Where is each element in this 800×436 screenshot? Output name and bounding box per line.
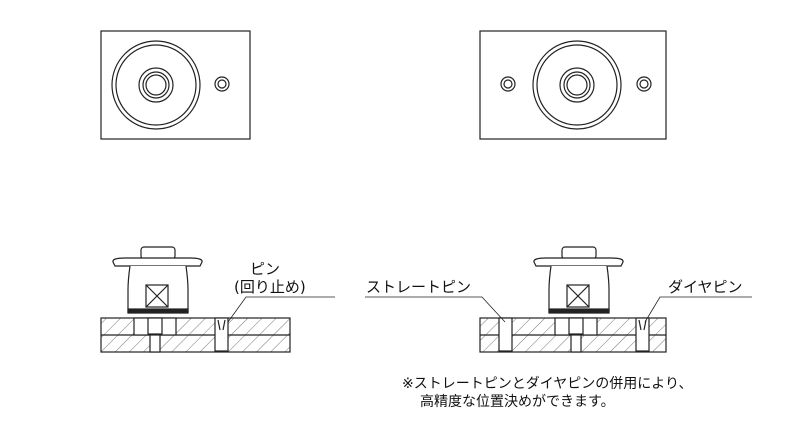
- note-line-1: ※ストレートピンとダイヤピンの併用により、: [402, 376, 693, 392]
- straight-pin: [498, 317, 513, 352]
- diamond-pin-label: ダイヤピン: [668, 278, 743, 296]
- note-line-2: 高精度な位置決めができます。: [420, 394, 615, 410]
- pin: [214, 317, 229, 352]
- diamond-pin-hole: [636, 76, 652, 92]
- top-view-left: [100, 30, 251, 140]
- pin-label: ピン: [250, 260, 281, 278]
- side-view-left: [100, 246, 291, 353]
- top-view-right: [479, 30, 667, 140]
- pin-hole: [214, 76, 230, 92]
- pin-sub-label: (回り止め): [234, 278, 306, 296]
- straight-pin-hole: [500, 76, 516, 92]
- leader-lines: [227, 296, 752, 323]
- diamond-pin: [635, 317, 650, 352]
- straight-pin-label: ストレートピン: [366, 278, 472, 296]
- side-view-right: [479, 246, 667, 353]
